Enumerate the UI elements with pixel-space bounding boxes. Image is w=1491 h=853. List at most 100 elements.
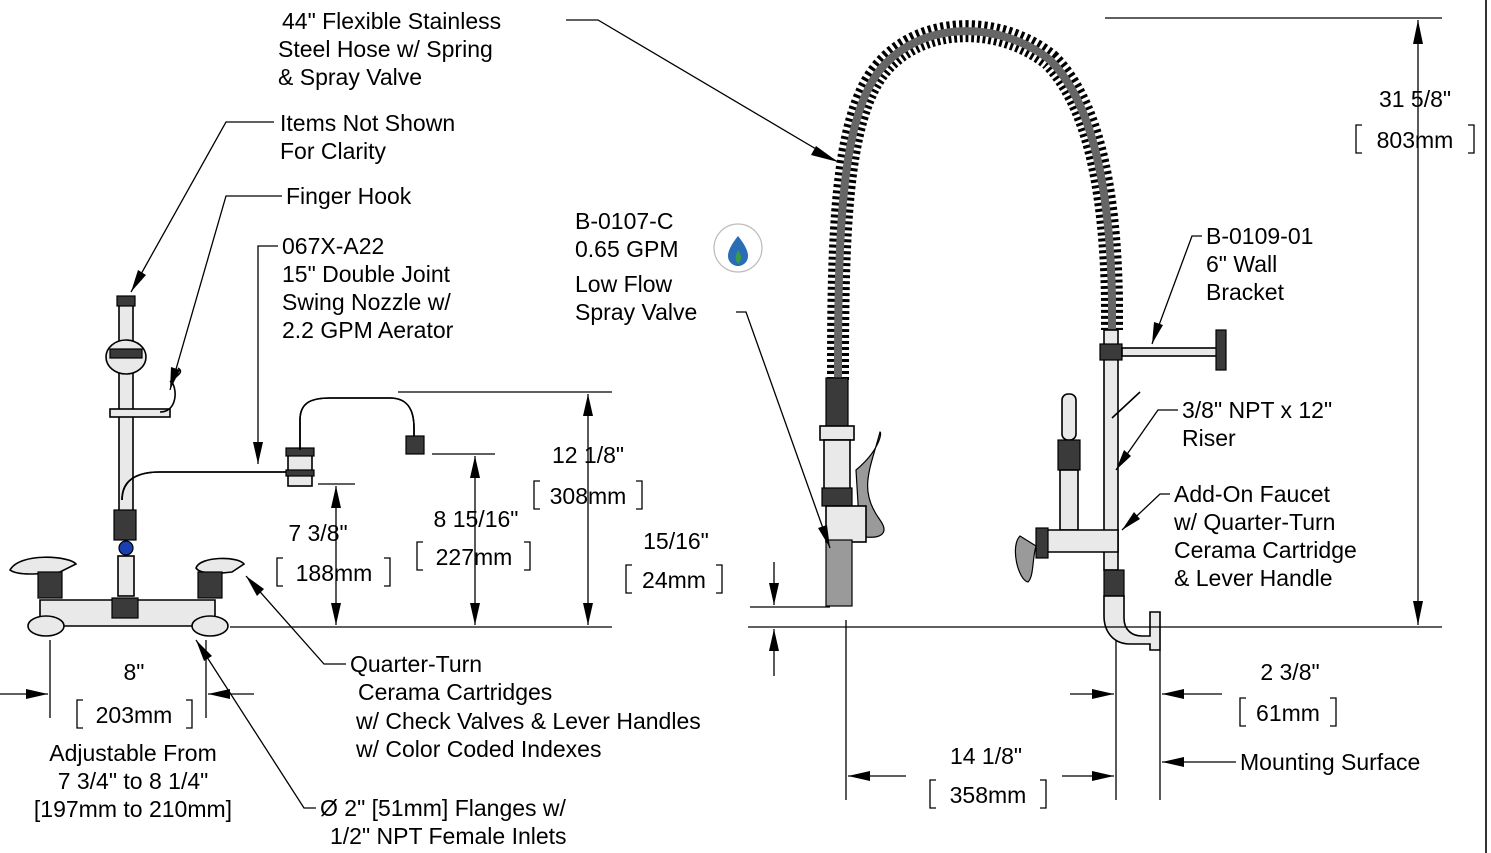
right-lever-handle-icon — [195, 557, 246, 574]
watersense-badge — [713, 223, 763, 273]
wall-mount-faucet — [8, 295, 425, 637]
svg-text:Items Not Shown: Items Not Shown — [280, 110, 455, 136]
svg-text:Quarter-Turn: Quarter-Turn — [350, 651, 482, 677]
svg-text:803mm: 803mm — [1377, 127, 1454, 153]
svg-text:8": 8" — [124, 659, 145, 685]
reach-metric: 358mm — [950, 782, 1027, 808]
svg-text:188mm: 188mm — [296, 560, 373, 586]
svg-text:31 5/8": 31 5/8" — [1379, 86, 1451, 112]
cartridges-line-2: Cerama Cartridges — [358, 679, 552, 705]
svg-text:7 3/8": 7 3/8" — [288, 520, 347, 546]
riser-line-1: 3/8" NPT x 12" — [1182, 397, 1332, 423]
hose-callout-line-2: Steel Hose w/ Spring — [278, 36, 493, 62]
svg-text:8 15/16": 8 15/16" — [434, 506, 519, 532]
wall-bracket-line-3: Bracket — [1206, 279, 1285, 305]
spray-valve-line-1: B-0107-C — [575, 208, 673, 234]
finger-hook-label: Finger Hook — [286, 183, 412, 209]
spout-height-imperial: 7 3/8" — [288, 520, 347, 546]
svg-text:Swing Nozzle w/: Swing Nozzle w/ — [282, 289, 451, 315]
hose-callout-line-1: 44" Flexible Stainless — [282, 8, 501, 34]
cartridges-line-3: w/ Check Valves & Lever Handles — [355, 708, 701, 734]
nozzle-callout-line-1: 067X-A22 — [282, 233, 384, 259]
svg-text:2 3/8": 2 3/8" — [1260, 659, 1319, 685]
nozzle-callout-line-2: 15" Double Joint — [282, 261, 451, 287]
nozzle-height-imperial: 12 1/8" — [552, 442, 624, 468]
nozzle-callout-line-4: 2.2 GPM Aerator — [282, 317, 454, 343]
flanges-line-1: Ø 2" [51mm] Flanges w/ — [320, 795, 567, 821]
svg-text:Mounting Surface: Mounting Surface — [1240, 749, 1420, 775]
centers-imperial: 8" — [124, 659, 145, 685]
svg-text:B-0107-C: B-0107-C — [575, 208, 673, 234]
dimension-labels: 31 5/8" 803mm 12 1/8" 308mm 8 15/16" 227… — [96, 86, 1454, 808]
adjustable-line-2: 7 3/4" to 8 1/4" — [58, 768, 209, 794]
addon-lever-handle-icon — [1014, 535, 1037, 583]
svg-text:For Clarity: For Clarity — [280, 138, 387, 164]
spray-valve-line-4: Spray Valve — [575, 299, 697, 325]
spray-valve-line-2: 0.65 GPM — [575, 236, 679, 262]
cartridges-line-1: Quarter-Turn — [350, 651, 482, 677]
svg-text:1/2" NPT Female Inlets: 1/2" NPT Female Inlets — [330, 823, 567, 849]
centers-metric: 203mm — [96, 702, 173, 728]
svg-text:203mm: 203mm — [96, 702, 173, 728]
riser-line-2: Riser — [1182, 425, 1236, 451]
svg-text:Add-On Faucet: Add-On Faucet — [1174, 481, 1331, 507]
spout-height-metric: 188mm — [296, 560, 373, 586]
outlet-height-metric: 227mm — [436, 544, 513, 570]
svg-text:44" Flexible Stainless: 44" Flexible Stainless — [282, 8, 501, 34]
svg-text:& Lever Handle: & Lever Handle — [1174, 565, 1333, 591]
svg-text:Cerama Cartridges: Cerama Cartridges — [358, 679, 552, 705]
wall-bracket-line-2: 6" Wall — [1206, 251, 1277, 277]
spray-head-icon — [825, 539, 853, 607]
svg-text:15/16": 15/16" — [643, 528, 709, 554]
svg-text:358mm: 358mm — [950, 782, 1027, 808]
svg-text:[197mm to 210mm]: [197mm to 210mm] — [34, 796, 232, 822]
svg-text:24mm: 24mm — [642, 567, 706, 593]
cartridges-line-4: w/ Color Coded Indexes — [355, 736, 601, 762]
svg-text:61mm: 61mm — [1256, 700, 1320, 726]
svg-text:2.2 GPM Aerator: 2.2 GPM Aerator — [282, 317, 454, 343]
wall-offset-imperial: 2 3/8" — [1260, 659, 1319, 685]
svg-text:0.65 GPM: 0.65 GPM — [575, 236, 679, 262]
nozzle-callout-line-3: Swing Nozzle w/ — [282, 289, 451, 315]
svg-text:Adjustable From: Adjustable From — [49, 740, 216, 766]
svg-text:Low Flow: Low Flow — [575, 271, 673, 297]
metric-brackets — [76, 124, 1475, 809]
overall-height-metric: 803mm — [1377, 127, 1454, 153]
svg-text:308mm: 308mm — [550, 483, 627, 509]
items-not-shown-line-1: Items Not Shown — [280, 110, 455, 136]
valve-offset-imperial: 15/16" — [643, 528, 709, 554]
svg-text:Finger Hook: Finger Hook — [286, 183, 412, 209]
outlet-height-imperial: 8 15/16" — [434, 506, 519, 532]
wall-offset-metric: 61mm — [1256, 700, 1320, 726]
svg-text:227mm: 227mm — [436, 544, 513, 570]
overall-height-imperial: 31 5/8" — [1379, 86, 1451, 112]
valve-offset-metric: 24mm — [642, 567, 706, 593]
addon-faucet-line-2: w/ Quarter-Turn — [1173, 509, 1335, 535]
svg-text:7 3/4" to 8 1/4": 7 3/4" to 8 1/4" — [58, 768, 209, 794]
svg-text:3/8" NPT x 12": 3/8" NPT x 12" — [1182, 397, 1332, 423]
svg-text:15" Double Joint: 15" Double Joint — [282, 261, 451, 287]
svg-text:w/ Quarter-Turn: w/ Quarter-Turn — [1173, 509, 1335, 535]
svg-text:12 1/8": 12 1/8" — [552, 442, 624, 468]
svg-text:& Spray Valve: & Spray Valve — [278, 64, 422, 90]
svg-text:w/ Check Valves & Lever Handle: w/ Check Valves & Lever Handles — [355, 708, 701, 734]
svg-text:Steel Hose w/ Spring: Steel Hose w/ Spring — [278, 36, 493, 62]
reach-imperial: 14 1/8" — [950, 743, 1022, 769]
hose-callout-line-3: & Spray Valve — [278, 64, 422, 90]
svg-text:Ø 2" [51mm] Flanges w/: Ø 2" [51mm] Flanges w/ — [320, 795, 567, 821]
svg-text:Bracket: Bracket — [1206, 279, 1285, 305]
wall-bracket-line-1: B-0109-01 — [1206, 223, 1313, 249]
svg-text:14 1/8": 14 1/8" — [950, 743, 1022, 769]
mounting-surface-label: Mounting Surface — [1240, 749, 1420, 775]
items-not-shown-line-2: For Clarity — [280, 138, 387, 164]
flanges-line-2: 1/2" NPT Female Inlets — [330, 823, 567, 849]
spray-valve-line-3: Low Flow — [575, 271, 673, 297]
callout-labels: 44" Flexible Stainless Steel Hose w/ Spr… — [34, 8, 1420, 849]
svg-text:B-0109-01: B-0109-01 — [1206, 223, 1313, 249]
svg-text:w/ Color Coded Indexes: w/ Color Coded Indexes — [355, 736, 601, 762]
svg-text:Spray Valve: Spray Valve — [575, 299, 697, 325]
nozzle-height-metric: 308mm — [550, 483, 627, 509]
addon-faucet-line-3: Cerama Cartridge — [1174, 537, 1357, 563]
color-index-icon — [118, 540, 134, 556]
